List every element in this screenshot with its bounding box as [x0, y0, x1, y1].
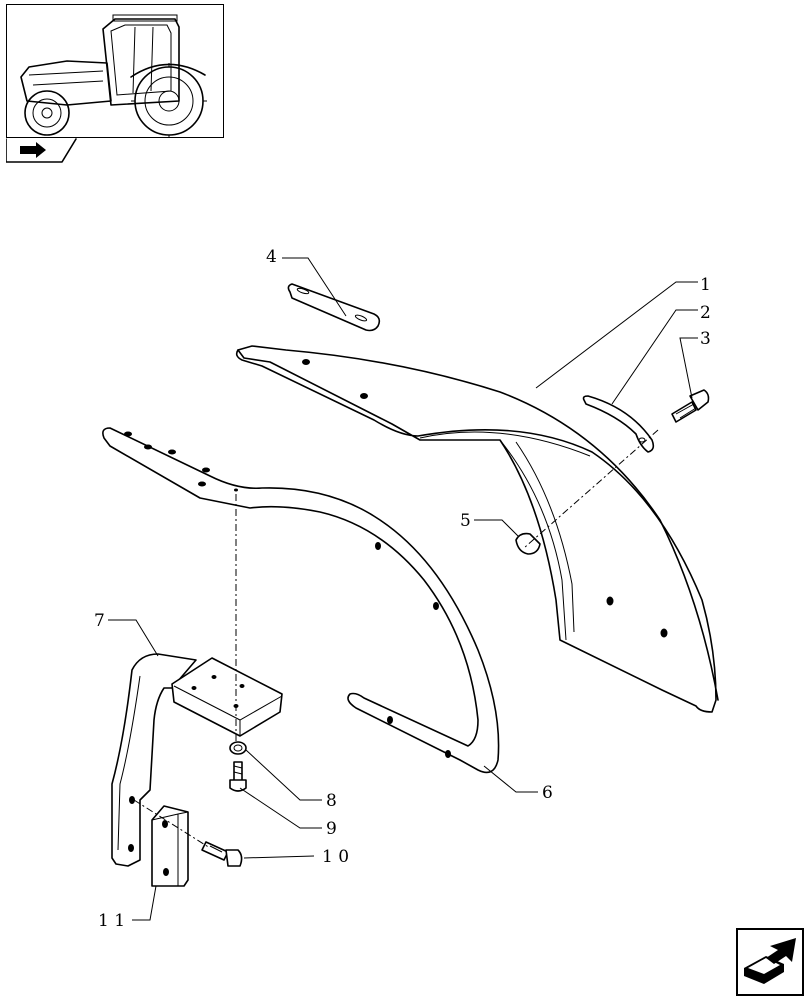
callout-4: 4 [266, 247, 277, 267]
navigate-arrow-icon [736, 928, 804, 996]
section-arrow-icon [5, 138, 77, 163]
callout-11: 1 1 [98, 911, 125, 931]
callout-1: 1 [700, 275, 711, 295]
callout-9: 9 [326, 819, 337, 839]
callout-2: 2 [700, 303, 711, 323]
part-6-tube-bracket [102, 427, 500, 774]
part-7-mount-arm [111, 653, 283, 867]
part-8-washer [229, 741, 247, 755]
callout-7: 7 [94, 611, 105, 631]
section-tab[interactable] [5, 138, 78, 164]
part-1-fender-panel [235, 345, 719, 713]
part-11-spacer-block [151, 805, 189, 887]
callout-8: 8 [326, 791, 337, 811]
part-4-strap [287, 283, 381, 332]
tractor-thumbnail [6, 4, 224, 139]
navigate-button[interactable] [736, 928, 804, 996]
callout-10: 1 0 [322, 847, 349, 867]
callout-6: 6 [542, 783, 553, 803]
tractor-icon [20, 14, 207, 139]
part-10-bolt [201, 841, 243, 867]
part-5-nut [515, 532, 541, 555]
part-9-bolt [229, 761, 247, 792]
callout-3: 3 [700, 329, 711, 349]
part-2-clip [582, 395, 655, 453]
part-3-bolt [671, 389, 710, 423]
leader-lines [108, 257, 698, 921]
callout-5: 5 [460, 511, 471, 531]
